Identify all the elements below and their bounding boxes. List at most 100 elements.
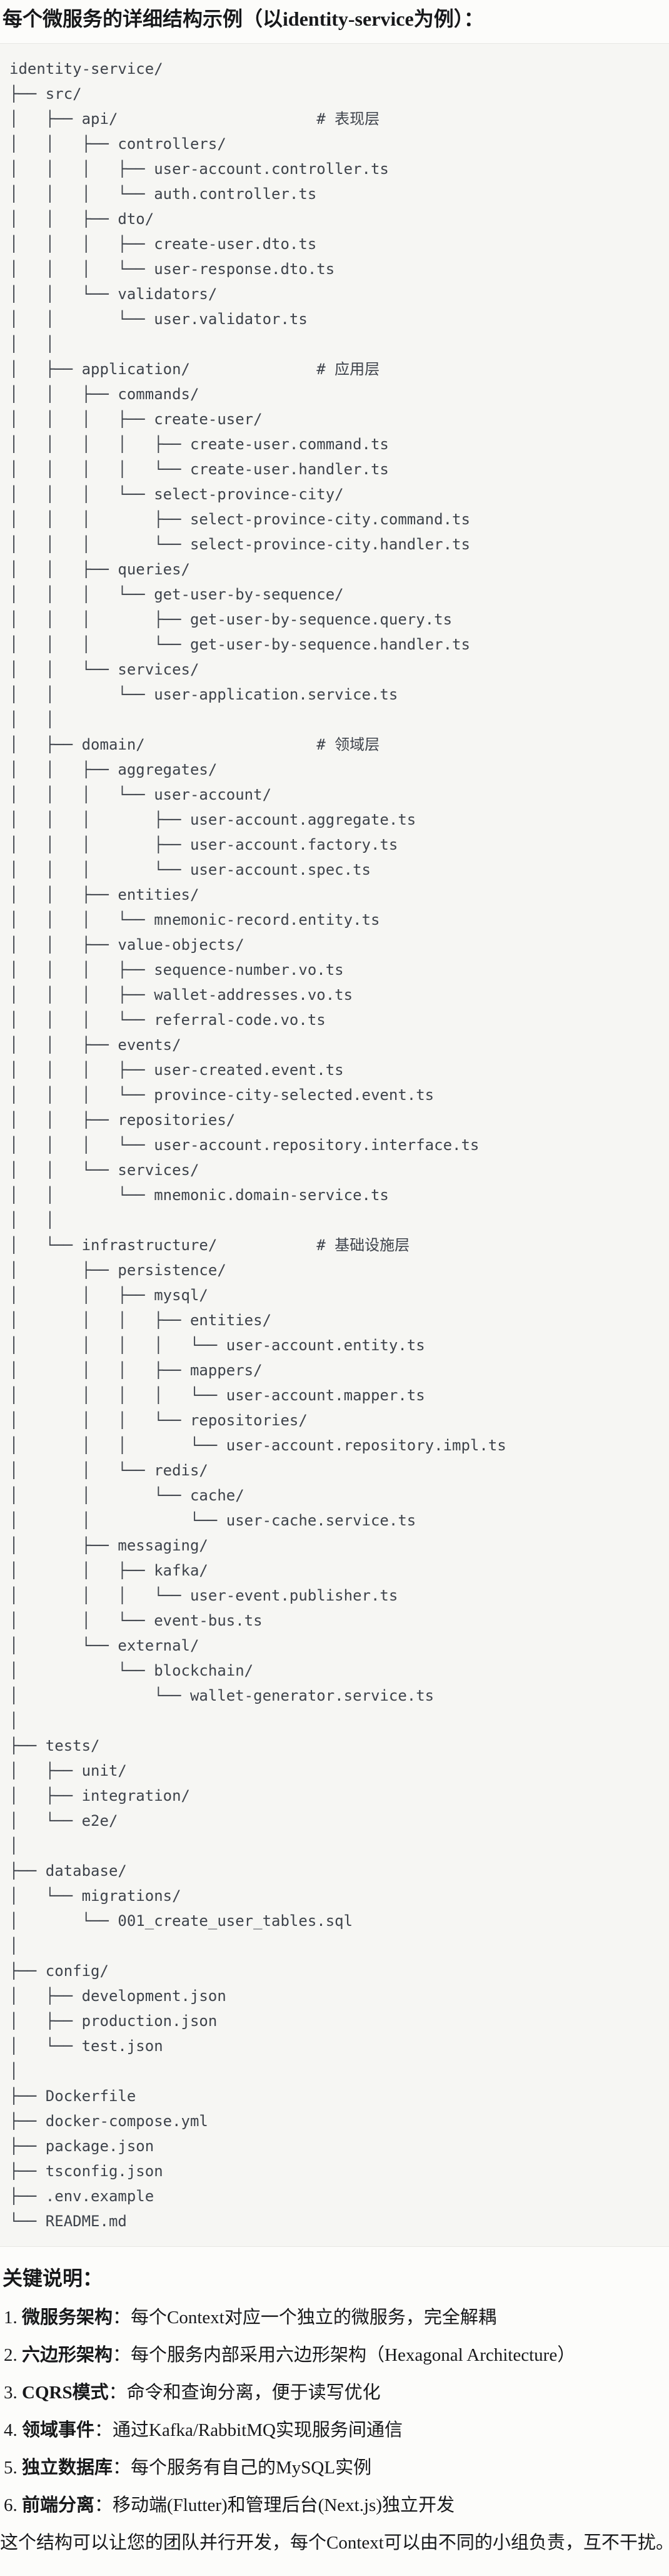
tree-line: │ │ └── mnemonic.domain-service.ts — [9, 1186, 389, 1204]
tree-line: │ │ └── validators/ — [9, 285, 218, 303]
tree-line: │ — [9, 1711, 19, 1729]
tree-line: │ — [9, 2062, 19, 2080]
tree-line: │ │ └── user-cache.service.ts — [9, 1511, 416, 1529]
tree-line: │ │ │ └── user-response.dto.ts — [9, 260, 335, 278]
tree-line: │ │ │ └── mnemonic-record.entity.ts — [9, 910, 380, 929]
tree-line: │ ├── api/ # 表现层 — [9, 109, 380, 128]
tree-line: │ └── blockchain/ — [9, 1661, 254, 1679]
note-text: ：每个服务有自己的MySQL实例 — [113, 2457, 372, 2478]
tree-line: │ │ │ └── get-user-by-sequence.handler.t… — [9, 635, 470, 653]
tree-line: │ │ │ └── user-account.spec.ts — [9, 860, 371, 878]
note-item: 3. CQRS模式：命令和查询分离，便于读写优化 — [4, 2380, 669, 2405]
tree-line: │ │ │ ├── user-account.aggregate.ts — [9, 810, 416, 828]
tree-line: │ │ ├── controllers/ — [9, 135, 226, 153]
file-tree: identity-service/ ├── src/ │ ├── api/ # 表现… — [9, 56, 669, 2234]
note-number: 1. — [4, 2307, 22, 2328]
tree-line: │ │ │ ├── get-user-by-sequence.query.ts — [9, 610, 453, 628]
note-number: 3. — [4, 2382, 22, 2403]
tree-line: │ ├── application/ # 应用层 — [9, 360, 380, 378]
tree-line: │ │ │ ├── user-account.controller.ts — [9, 160, 389, 178]
tree-line: identity-service/ — [9, 59, 163, 78]
tree-line: │ │ │ ├── entities/ — [9, 1311, 272, 1329]
tree-line: ├── config/ — [9, 1962, 109, 1980]
tree-line: │ │ │ └── repositories/ — [9, 1411, 308, 1429]
tree-line: │ └── 001_create_user_tables.sql — [9, 1912, 353, 1930]
note-label: 六边形架构 — [22, 2344, 113, 2365]
tree-line: │ ├── messaging/ — [9, 1536, 208, 1554]
tree-line: │ │ — [9, 1211, 55, 1229]
note-number: 5. — [4, 2457, 22, 2478]
tree-line: │ │ │ └── select-province-city/ — [9, 485, 344, 503]
tree-line: │ ├── unit/ — [9, 1761, 127, 1779]
tree-line: │ └── test.json — [9, 2037, 163, 2055]
note-text: ：通过Kafka/RabbitMQ实现服务间通信 — [94, 2420, 403, 2440]
tree-line: │ └── infrastructure/ # 基础设施层 — [9, 1236, 410, 1254]
tree-line: │ │ — [9, 710, 55, 728]
note-number: 6. — [4, 2495, 22, 2515]
tree-line: │ ├── development.json — [9, 1987, 226, 2005]
tree-line: │ │ │ └── user-account/ — [9, 785, 272, 803]
tree-line: │ │ │ │ └── user-account.entity.ts — [9, 1336, 425, 1354]
tree-line: │ │ └── services/ — [9, 1161, 199, 1179]
page-title: 每个微服务的详细结构示例（以identity-service为例）： — [3, 8, 484, 30]
note-item: 5. 独立数据库：每个服务有自己的MySQL实例 — [4, 2455, 669, 2480]
tree-line: │ └── e2e/ — [9, 1811, 118, 1830]
tree-line: ├── docker-compose.yml — [9, 2112, 208, 2130]
tree-line: │ │ ├── mysql/ — [9, 1286, 208, 1304]
tree-line: │ │ │ └── user-account.repository.impl.t… — [9, 1436, 506, 1454]
tree-line: │ │ │ └── user-event.publisher.ts — [9, 1586, 398, 1604]
note-text: ：移动端(Flutter)和管理后台(Next.js)独立开发 — [94, 2495, 455, 2515]
tree-line: │ │ │ ├── select-province-city.command.t… — [9, 510, 470, 528]
tree-line: │ │ │ ├── sequence-number.vo.ts — [9, 960, 344, 979]
tree-line: │ │ ├── queries/ — [9, 560, 190, 578]
tree-line: │ — [9, 1937, 19, 1955]
note-text: ：命令和查询分离，便于读写优化 — [108, 2382, 381, 2403]
tree-line: │ │ │ └── user-account.repository.interf… — [9, 1136, 480, 1154]
note-text: ：每个Context对应一个独立的微服务，完全解耦 — [113, 2307, 496, 2328]
note-text: ：每个服务内部采用六边形架构（Hexagonal Architecture） — [113, 2344, 576, 2365]
tree-line: │ │ │ └── province-city-selected.event.t… — [9, 1086, 435, 1104]
tree-line: │ │ │ ├── user-created.event.ts — [9, 1061, 344, 1079]
tree-line: │ │ └── user-application.service.ts — [9, 685, 398, 703]
tree-line: │ └── wallet-generator.service.ts — [9, 1686, 435, 1704]
note-number: 4. — [4, 2420, 22, 2440]
note-label: 独立数据库 — [22, 2457, 113, 2478]
note-item: 6. 前端分离：移动端(Flutter)和管理后台(Next.js)独立开发 — [4, 2493, 669, 2518]
tree-line: │ └── migrations/ — [9, 1886, 181, 1905]
tree-line: ├── Dockerfile — [9, 2087, 136, 2105]
note-label: CQRS模式 — [22, 2382, 109, 2403]
tree-line: │ │ ├── entities/ — [9, 885, 199, 904]
notes-list: 1. 微服务架构：每个Context对应一个独立的微服务，完全解耦 2. 六边形架… — [0, 2305, 669, 2518]
tree-line: │ ├── production.json — [9, 2012, 218, 2030]
tree-line: ├── .env.example — [9, 2187, 154, 2205]
notes-heading: 关键说明： — [3, 2266, 103, 2289]
tree-line: │ ├── persistence/ — [9, 1261, 226, 1279]
tree-line: │ │ └── cache/ — [9, 1486, 244, 1504]
tree-line: │ │ │ ├── create-user.dto.ts — [9, 235, 317, 253]
note-label: 微服务架构 — [22, 2307, 113, 2328]
tree-line: │ │ └── user.validator.ts — [9, 310, 308, 328]
note-label: 领域事件 — [22, 2420, 95, 2440]
tree-line: │ — [9, 1836, 19, 1855]
note-item: 2. 六边形架构：每个服务内部采用六边形架构（Hexagonal Archite… — [4, 2343, 669, 2368]
tree-line: ├── src/ — [9, 84, 82, 103]
notes-section: 关键说明： 1. 微服务架构：每个Context对应一个独立的微服务，完全解耦 2… — [0, 2264, 669, 2555]
tree-line: ├── database/ — [9, 1861, 127, 1880]
tree-line: │ │ │ └── get-user-by-sequence/ — [9, 585, 344, 603]
tree-line: │ │ │ ├── create-user/ — [9, 410, 263, 428]
tree-line: │ ├── integration/ — [9, 1786, 190, 1805]
note-label: 前端分离 — [22, 2495, 95, 2515]
tree-line: │ │ ├── events/ — [9, 1036, 181, 1054]
tree-line: ├── package.json — [9, 2137, 154, 2155]
tree-line: │ └── external/ — [9, 1636, 199, 1654]
tree-line: ├── tests/ — [9, 1736, 100, 1754]
tree-line: │ │ │ │ └── create-user.handler.ts — [9, 460, 389, 478]
tree-line: │ │ └── event-bus.ts — [9, 1611, 263, 1629]
tree-line: │ │ ├── repositories/ — [9, 1111, 236, 1129]
note-number: 2. — [4, 2344, 22, 2365]
tree-line: │ │ │ └── referral-code.vo.ts — [9, 1011, 326, 1029]
closing-paragraph: 这个结构可以让您的团队并行开发，每个Context可以由不同的小组负责，互不干扰… — [0, 2532, 669, 2553]
tree-line: │ │ └── redis/ — [9, 1461, 208, 1479]
tree-line: │ ├── domain/ # 领域层 — [9, 735, 380, 753]
note-item: 4. 领域事件：通过Kafka/RabbitMQ实现服务间通信 — [4, 2418, 669, 2443]
